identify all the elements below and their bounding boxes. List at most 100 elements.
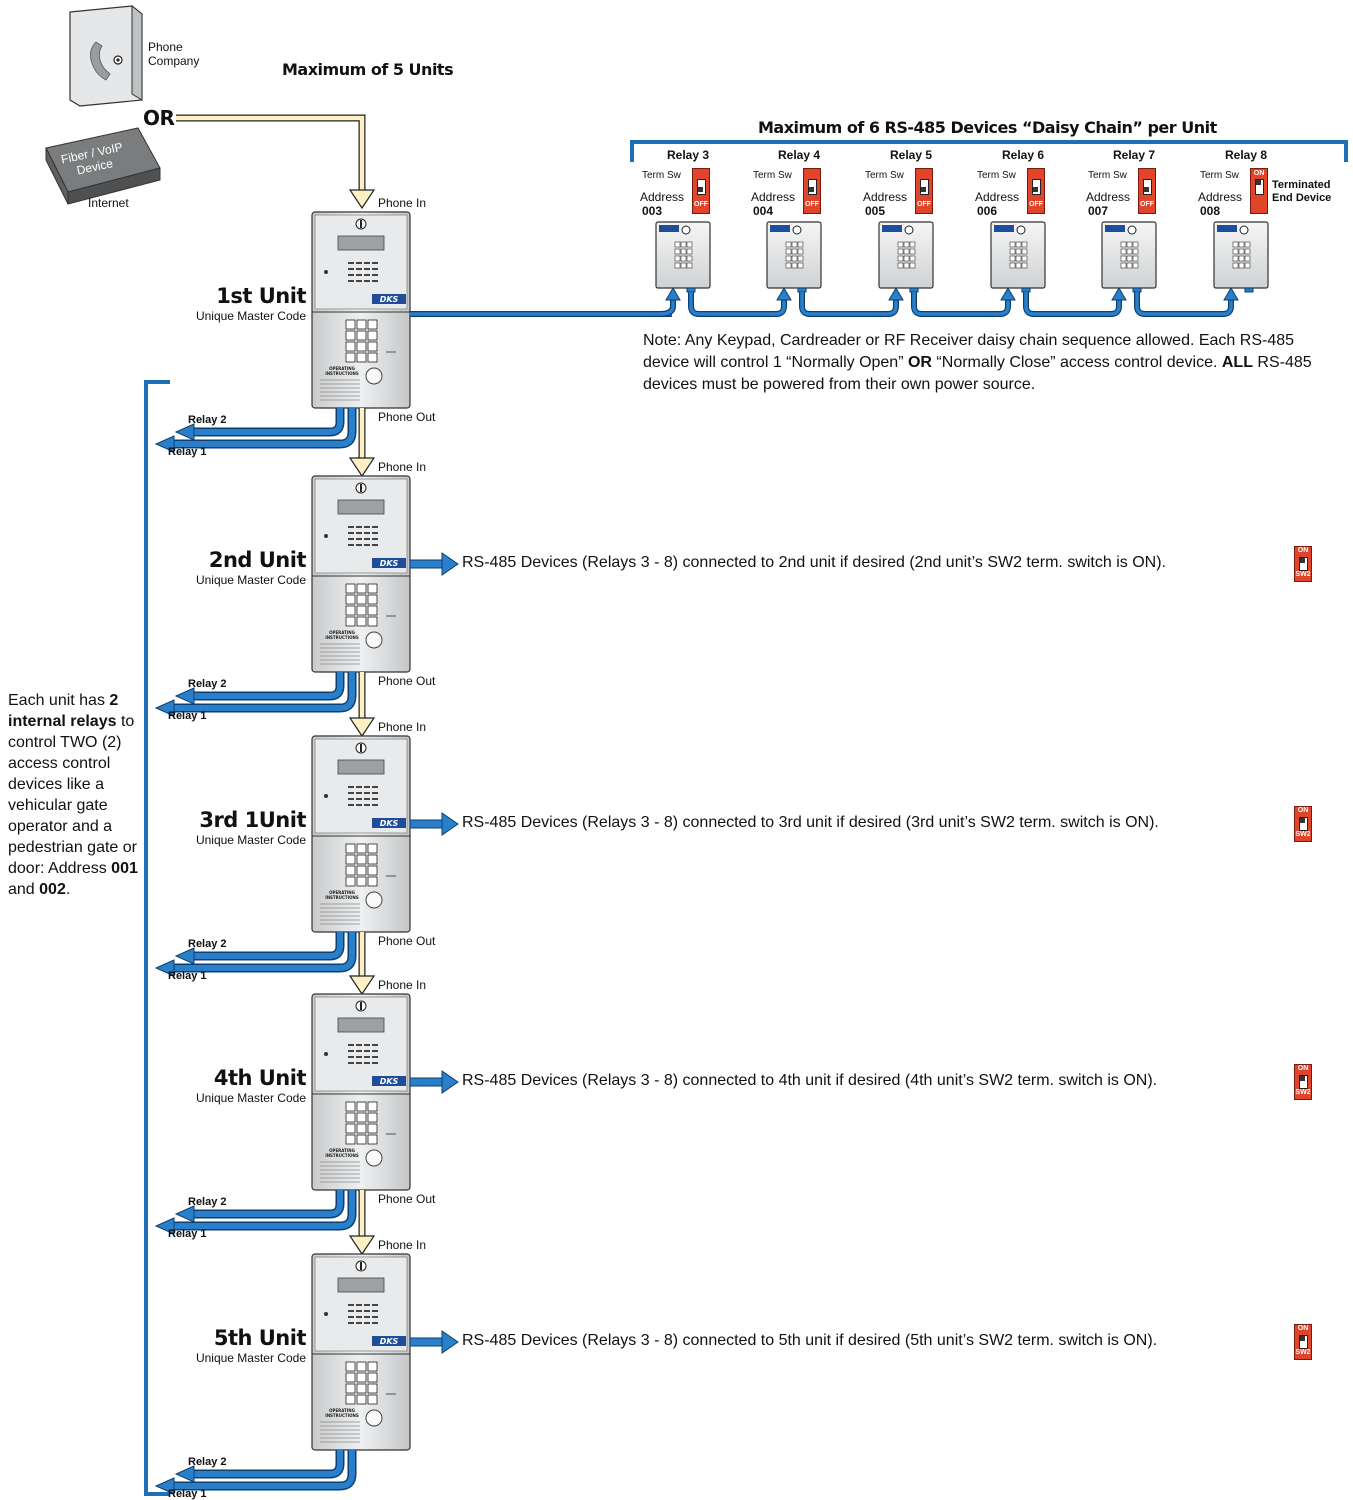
dks-logo-text: DKS (380, 1077, 399, 1086)
relay-1-label: Relay 1 (168, 1488, 207, 1500)
term-switch-icon: OFF (1027, 168, 1045, 214)
term-switch-state: ON (1253, 170, 1265, 177)
daisy-chain-note: Note: Any Keypad, Cardreader or RF Recei… (643, 332, 1312, 393)
phone-line-2 (348, 672, 376, 738)
max-devices-title: Maximum of 6 RS-485 Devices “Daisy Chain… (758, 118, 1217, 137)
dks-logo (372, 294, 406, 304)
rs485-bracket (630, 140, 1348, 162)
term-switch-state: OFF (694, 201, 708, 208)
keypad-icon (345, 319, 378, 363)
call-button (365, 631, 383, 649)
term-sw-label: Term Sw (977, 170, 1016, 181)
rs485-arrow (409, 552, 459, 576)
dks-logo (372, 1336, 406, 1346)
relay-6-title: Relay 6 (1001, 148, 1045, 162)
rs485-keypad-device-5 (878, 221, 934, 289)
keypad-icon (345, 1101, 378, 1145)
daisy-chain-link (688, 287, 807, 317)
rs485-keypad-device-8 (1213, 221, 1269, 289)
unit-name: 3rd 1Unit (199, 808, 306, 832)
term-switch-state: OFF (1029, 201, 1043, 208)
relay-2-label: Relay 2 (188, 678, 227, 690)
address-value: 004 (753, 204, 774, 218)
daisy-chain-link (659, 287, 696, 317)
relay-2-label: Relay 2 (188, 938, 227, 950)
address-label: Address (863, 190, 908, 204)
term-switch-icon: OFF (692, 168, 710, 214)
instructions-text: INSTRUCTIONS (325, 1153, 359, 1158)
sw2-on-label: ON (1297, 547, 1309, 554)
fiber-voip-device-icon (45, 127, 161, 205)
operating-text: OPERATING (329, 366, 355, 371)
dks-logo (372, 818, 406, 828)
term-sw-label: Term Sw (642, 170, 681, 181)
keylock-icon (355, 482, 367, 494)
address-label: Address (640, 190, 685, 204)
sw2-toggle (1299, 1335, 1308, 1349)
instructions-text: INSTRUCTIONS (325, 371, 359, 376)
master-code-label: Unique Master Code (195, 573, 306, 587)
master-code-label: Unique Master Code (195, 309, 306, 323)
phone-in-label: Phone In (378, 460, 427, 474)
rs485-keypad-device-3 (655, 221, 711, 289)
term-sw-label: Term Sw (1088, 170, 1127, 181)
address-value: 008 (1200, 204, 1221, 218)
daisy-chain-link (911, 287, 1031, 317)
dks-logo-text: DKS (380, 295, 399, 304)
instructions-text: INSTRUCTIONS (325, 1413, 359, 1418)
sw2-toggle-knob (1300, 818, 1305, 823)
keylock-icon (355, 742, 367, 754)
term-switch-knob (1256, 180, 1261, 185)
address-value: 007 (1088, 204, 1109, 218)
sw2-label: SW2 (1295, 1089, 1311, 1096)
side-bracket (144, 380, 170, 1496)
address-label: Address (975, 190, 1020, 204)
phone-out-label: Phone Out (378, 674, 436, 688)
sw2-toggle (1299, 817, 1308, 831)
call-button (365, 1149, 383, 1167)
phone-line-in (176, 114, 376, 210)
rs485-caption: RS-485 Devices (Relays 3 - 8) connected … (462, 1332, 1158, 1349)
term-switch-knob (1033, 187, 1038, 192)
address-value: 003 (642, 204, 663, 218)
term-switch-icon: ON (1250, 168, 1268, 214)
rs485-keypad-device-7 (1101, 221, 1157, 289)
daisy-chain-link (799, 287, 919, 317)
address-label: Address (1086, 190, 1131, 204)
rs485-caption: RS-485 Devices (Relays 3 - 8) connected … (462, 1072, 1158, 1089)
phone-in-label: Phone In (378, 196, 427, 210)
sw2-toggle (1299, 557, 1308, 571)
term-switch-icon: OFF (1138, 168, 1156, 214)
internet-label: Internet (88, 196, 129, 210)
rs485-arrow (409, 1330, 459, 1354)
relay-8-title: Relay 8 (1224, 148, 1268, 162)
phone-in-label: Phone In (378, 1238, 427, 1252)
sw2-on-label: ON (1297, 1065, 1309, 1072)
relay-7-title: Relay 7 (1112, 148, 1156, 162)
lcd-display (337, 499, 385, 515)
keypad-icon (345, 843, 378, 887)
rs485-caption: RS-485 Devices (Relays 3 - 8) connected … (462, 554, 1166, 571)
sw2-toggle-knob (1300, 1076, 1305, 1081)
master-code-label: Unique Master Code (195, 1351, 306, 1365)
sw2-label: SW2 (1295, 1349, 1311, 1356)
lcd-display (337, 759, 385, 775)
sw2-on-label: ON (1297, 807, 1309, 814)
dks-logo (372, 558, 406, 568)
sw2-toggle-knob (1300, 1336, 1305, 1341)
lcd-display (337, 1017, 385, 1033)
relay-3-title: Relay 3 (666, 148, 710, 162)
relay-1-label: Relay 1 (168, 710, 207, 722)
term-switch-state: OFF (805, 201, 819, 208)
rs485-keypad-device-6 (990, 221, 1046, 289)
operating-text: OPERATING (329, 890, 355, 895)
relay-1-label: Relay 1 (168, 970, 207, 982)
address-value: 006 (977, 204, 998, 218)
term-switch-icon: OFF (803, 168, 821, 214)
